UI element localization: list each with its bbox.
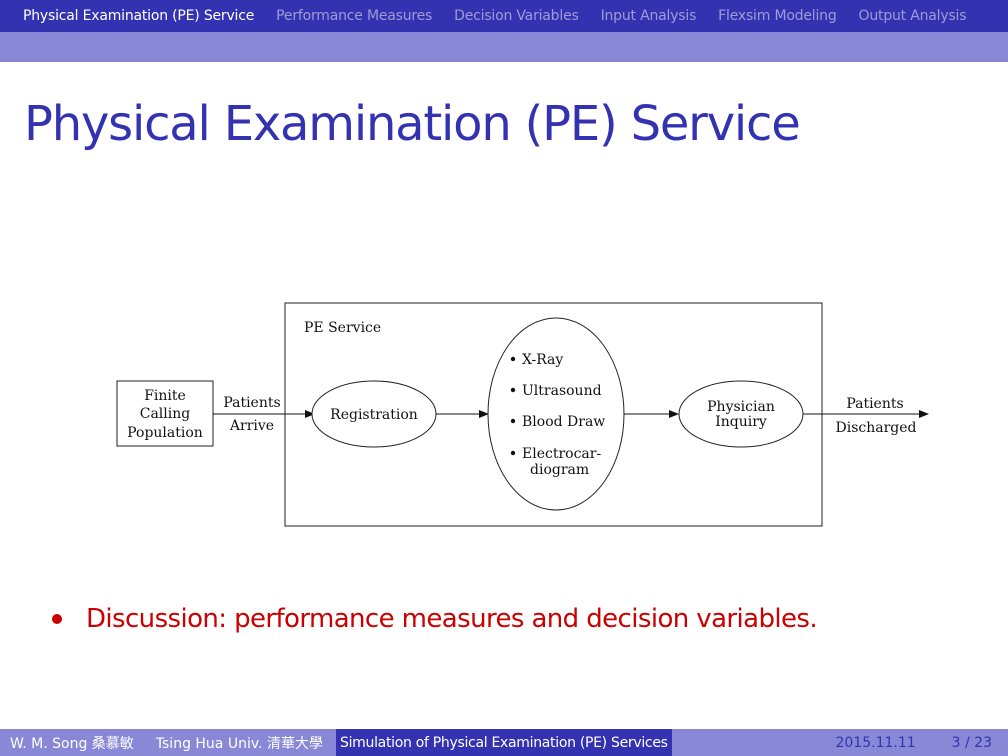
exam-xray: X-Ray <box>522 352 563 368</box>
discharge-label-line2: Discharged <box>836 420 917 436</box>
subsection-bar <box>0 32 1008 62</box>
footer-title-section: Simulation of Physical Examination (PE) … <box>336 729 672 756</box>
footer-institute: Tsing Hua Univ. 清華大學 <box>155 735 323 752</box>
bullet-icon <box>510 356 516 362</box>
discussion-bullet: Discussion: performance measures and dec… <box>52 604 818 634</box>
footer-date: 2015.11.11 <box>835 734 916 751</box>
bullet-icon <box>510 450 516 456</box>
nav-item-flexsim-modeling[interactable]: Flexsim Modeling <box>718 8 837 24</box>
population-label-line3: Population <box>127 425 203 441</box>
bullet-dot-icon <box>52 614 62 624</box>
physician-label-line2: Inquiry <box>715 414 767 430</box>
nav-item-output-analysis[interactable]: Output Analysis <box>858 8 967 24</box>
nav-item-performance-measures[interactable]: Performance Measures <box>276 8 433 24</box>
exam-ecg-line1: Electrocar- <box>522 446 601 462</box>
exam-ecg-line2: diogram <box>530 462 589 478</box>
population-label-line2: Calling <box>140 406 191 422</box>
footer-author-section: W. M. Song 桑慕敏 Tsing Hua Univ. 清華大學 <box>0 729 336 756</box>
arrive-label-line2: Arrive <box>229 418 274 434</box>
nav-item-decision-variables[interactable]: Decision Variables <box>454 8 579 24</box>
nav-item-input-analysis[interactable]: Input Analysis <box>600 8 697 24</box>
footer-short-title: Simulation of Physical Examination (PE) … <box>340 734 668 751</box>
footer-meta-section: 2015.11.11 3 / 23 <box>672 729 1008 756</box>
arrive-label-line1: Patients <box>223 395 280 411</box>
pe-service-label: PE Service <box>304 320 381 336</box>
slide-title: Physical Examination (PE) Service <box>24 96 801 152</box>
bullet-icon <box>510 387 516 393</box>
population-label-line1: Finite <box>144 388 186 404</box>
footer: W. M. Song 桑慕敏 Tsing Hua Univ. 清華大學 Simu… <box>0 729 1008 756</box>
exam-blood-draw: Blood Draw <box>522 414 605 430</box>
navigation-bar: Physical Examination (PE) Service Perfor… <box>0 0 1008 32</box>
discharge-label-line1: Patients <box>846 396 903 412</box>
nav-item-pe-service[interactable]: Physical Examination (PE) Service <box>23 8 255 24</box>
exam-ultrasound: Ultrasound <box>522 383 602 399</box>
bullet-icon <box>510 418 516 424</box>
bullet-text: Discussion: performance measures and dec… <box>86 604 818 634</box>
population-box <box>116 380 214 447</box>
footer-page-number: 3 / 23 <box>951 734 992 751</box>
registration-label: Registration <box>330 407 418 423</box>
physician-label-line1: Physician <box>707 399 775 415</box>
footer-author: W. M. Song 桑慕敏 <box>10 735 134 752</box>
